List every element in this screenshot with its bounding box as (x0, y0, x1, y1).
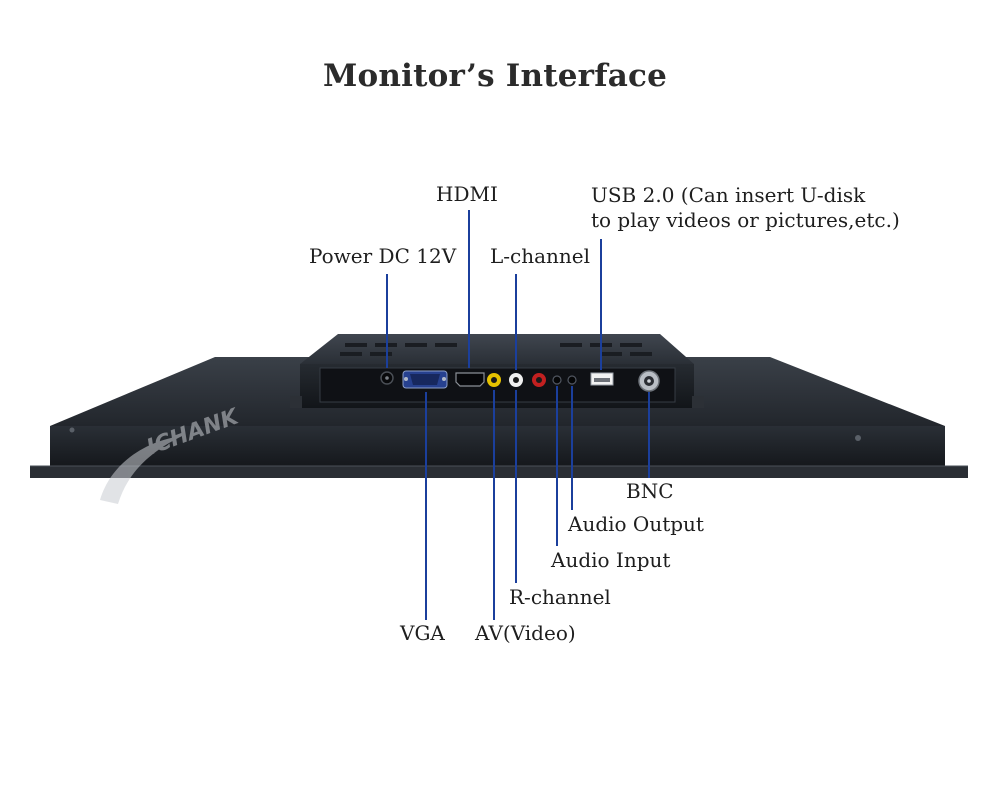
box-tab (290, 396, 302, 408)
label-vga: VGA (400, 621, 445, 645)
label-usb-line1: USB 2.0 (Can insert U-disk (591, 183, 866, 207)
rca-video-jack (487, 373, 501, 387)
monitor-front-face (50, 426, 945, 466)
body-screw (69, 427, 75, 433)
bnc-connector (638, 370, 660, 392)
label-l-channel: L-channel (490, 244, 591, 268)
label-r-channel: R-channel (509, 585, 611, 609)
usb-port (590, 372, 614, 386)
label-audio-output: Audio Output (568, 512, 704, 536)
label-power: Power DC 12V (309, 244, 457, 268)
rca-left-jack (509, 373, 523, 387)
label-usb-line2: to play videos or pictures,etc.) (591, 208, 900, 232)
hdmi-port (455, 372, 485, 387)
audio-input-jack (552, 375, 562, 385)
label-audio-input: Audio Input (551, 548, 671, 572)
diagram-title: Monitor’s Interface (322, 58, 668, 94)
vga-port (402, 370, 448, 389)
rca-right-jack (532, 373, 546, 387)
label-bnc: BNC (626, 479, 674, 503)
leader-lines (386, 210, 650, 620)
label-hdmi: HDMI (436, 182, 498, 206)
connector-box-top (300, 334, 694, 364)
monitor-flange (30, 466, 968, 478)
box-tab (692, 396, 704, 408)
audio-output-jack (567, 375, 577, 385)
body-screw (855, 435, 861, 441)
label-av-video: AV(Video) (475, 621, 576, 645)
